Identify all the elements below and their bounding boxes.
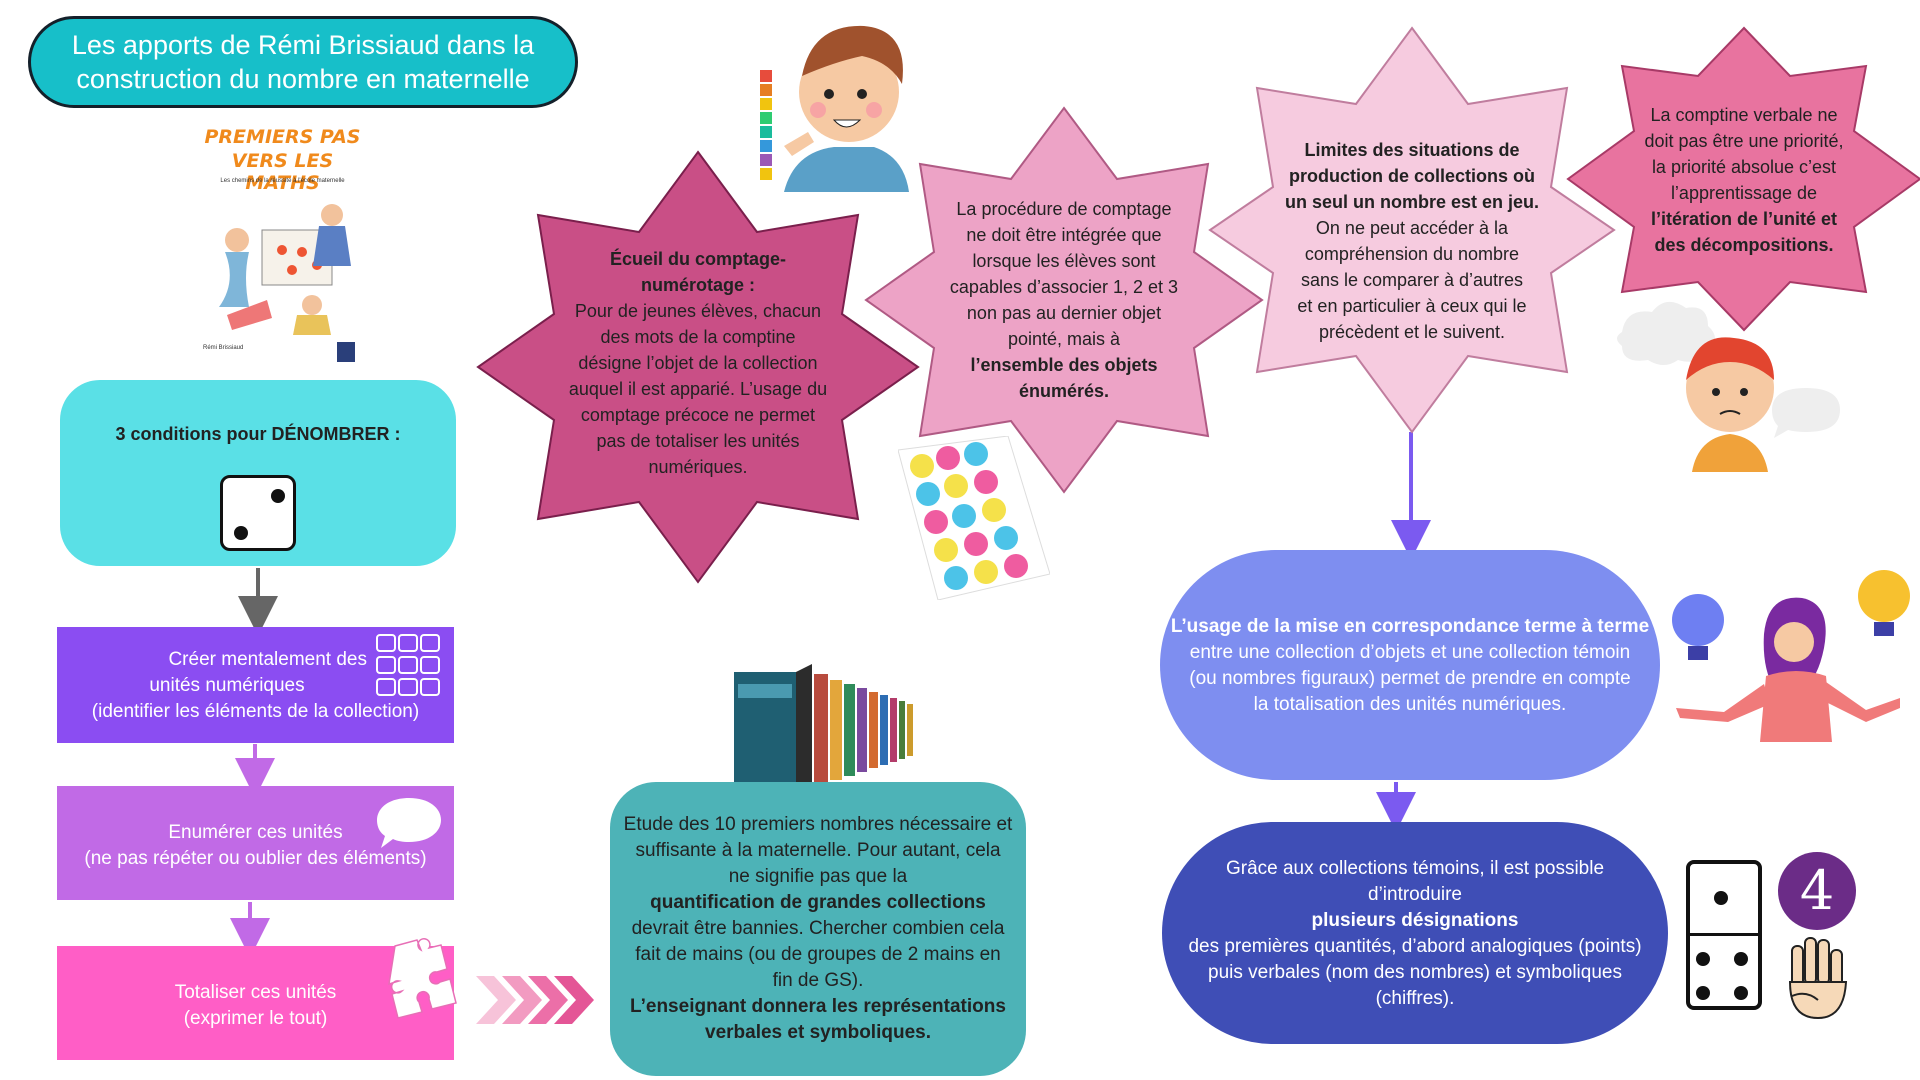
- ecueil-line: des mots de la comptine: [600, 327, 796, 347]
- star-procedure-shape: [864, 106, 1264, 494]
- limites-line: et en particulier à ceux qui le: [1297, 296, 1527, 316]
- study-bold-mid: quantification de grandes collections: [650, 892, 986, 913]
- limites-line: On ne peut accéder à la: [1315, 218, 1509, 238]
- publisher-logo: [337, 342, 355, 362]
- temoins-line: des premières quantités, d’abord analogi…: [1188, 936, 1642, 957]
- star-comptine-text: La comptine verbale ne doit pas être une…: [1614, 102, 1874, 258]
- comptine-line: doit pas être une priorité,: [1644, 131, 1844, 151]
- correspondence-bold: L’usage de la mise en correspondance ter…: [1170, 616, 1650, 637]
- star-limites-text: Limites des situations de production de …: [1262, 137, 1562, 345]
- study-line5: fait de mains (ou de groupes de 2 mains …: [635, 944, 1001, 965]
- hand-four-icon: [1788, 937, 1848, 1020]
- chevrons-icon: [476, 976, 594, 1024]
- books-icon: [734, 664, 913, 802]
- temoins-line: Grâce aux collections témoins, il est po…: [1225, 858, 1605, 879]
- domino-icon: [1686, 860, 1762, 1010]
- ecueil-line: auquel il est apparié. L’usage du: [568, 379, 828, 399]
- study-line2: suffisante à la maternelle. Pour autant,…: [635, 840, 1001, 861]
- temoins-line: (chiffres).: [1375, 988, 1455, 1009]
- procedure-line: pointé, mais à: [1007, 329, 1121, 349]
- study-box: Etude des 10 premiers nombres nécessaire…: [610, 782, 1026, 1076]
- study-bold1: L’enseignant donnera les représentations: [630, 996, 1006, 1017]
- temoins-line: d’introduire: [1368, 884, 1462, 905]
- procedure-line: lorsque les élèves sont: [972, 251, 1156, 271]
- puzzle-icon: [388, 938, 457, 1019]
- conditions-box: 3 conditions pour DÉNOMBRER :: [60, 380, 456, 566]
- star-ecueil-shape: [476, 150, 920, 584]
- page-title: Les apports de Rémi Brissiaud dans la co…: [71, 30, 535, 94]
- study-line6: fin de GS).: [772, 970, 864, 991]
- book-title-line1: PREMIERS PAS: [204, 126, 361, 148]
- correspondence-box: L’usage de la mise en correspondance ter…: [1160, 550, 1660, 780]
- study-line4: devrait être bannies. Chercher combien c…: [631, 918, 1005, 939]
- step2-line1: Enumérer ces unités: [168, 822, 343, 843]
- woman-lightbulb-illustration: [1672, 570, 1910, 742]
- digit-four-badge: 4: [1778, 852, 1856, 930]
- limites-bold3: un seul un nombre est en jeu.: [1284, 192, 1540, 212]
- study-line3: ne signifie pas que la: [728, 866, 908, 887]
- temoins-box: Grâce aux collections témoins, il est po…: [1162, 822, 1668, 1044]
- star-limites-shape: [1208, 26, 1616, 434]
- grid-squares-icon: [376, 634, 440, 696]
- star-ecueil-text: Écueil du comptage- numérotage : Pour de…: [545, 246, 851, 480]
- step2-line2: (ne pas répéter ou oublier des éléments): [84, 848, 427, 869]
- limites-line: sans le comparer à d’autres: [1300, 270, 1524, 290]
- ecueil-line: Pour de jeunes élèves, chacun: [574, 301, 822, 321]
- book-illustration: [219, 204, 351, 335]
- ecueil-line: désigne l’objet de la collection: [578, 353, 818, 373]
- thinking-boy-illustration: [1617, 301, 1840, 472]
- step3-line1: Totaliser ces unités: [174, 982, 337, 1003]
- step1-line1: Créer mentalement des: [168, 649, 367, 670]
- comptine-line: l’apprentissage de: [1670, 183, 1818, 203]
- ecueil-line: comptage précoce ne permet: [580, 405, 816, 425]
- book-title-line2: VERS LES MATHS: [231, 150, 334, 194]
- comptine-bold2: des décompositions.: [1654, 235, 1834, 255]
- limites-bold1: Limites des situations de: [1304, 140, 1520, 160]
- study-line1: Etude des 10 premiers nombres nécessaire…: [623, 814, 1013, 835]
- procedure-bold1: l’ensemble des objets: [970, 355, 1158, 375]
- step3-line2: (exprimer le tout): [183, 1008, 328, 1029]
- correspondence-line: (ou nombres figuraux) permet de prendre …: [1189, 668, 1631, 689]
- correspondence-line: entre une collection d’objets et une col…: [1189, 642, 1631, 663]
- book-author: Rémi Brissiaud: [203, 345, 244, 351]
- ecueil-line: numériques.: [648, 457, 748, 477]
- ecueil-line: pas de totaliser les unités: [596, 431, 800, 451]
- comptine-bold1: l’itération de l’unité et: [1650, 209, 1838, 229]
- book-cover: PREMIERS PAS VERS LES MATHS Les chemins …: [195, 120, 370, 365]
- step1-line2: unités numériques: [149, 675, 305, 696]
- puzzle-pieces-illustration: [898, 436, 1050, 600]
- correspondence-line: la totalisation des unités numériques.: [1253, 694, 1567, 715]
- comptine-line: La comptine verbale ne: [1650, 105, 1838, 125]
- book-subtitle: Les chemins de la réussite à l'école mat…: [220, 178, 345, 184]
- procedure-line: non pas au dernier objet: [966, 303, 1162, 323]
- speech-bubble-icon: [377, 798, 441, 848]
- limites-line: précèdent et le suivent.: [1318, 322, 1506, 342]
- step-create-units: Créer mentalement des unités numériques …: [57, 627, 454, 743]
- temoins-bold: plusieurs désignations: [1311, 910, 1519, 931]
- conditions-label: 3 conditions pour DÉNOMBRER :: [115, 424, 401, 444]
- temoins-line: puis verbales (nom des nombres) et symbo…: [1208, 962, 1622, 983]
- ecueil-bold1: Écueil du comptage-: [609, 249, 787, 269]
- star-comptine-shape: [1566, 26, 1920, 332]
- procedure-line: ne doit être intégrée que: [966, 225, 1162, 245]
- title-banner: Les apports de Rémi Brissiaud dans la co…: [28, 16, 578, 108]
- procedure-bold2: énumérés.: [1018, 381, 1110, 401]
- step-enumerate-units: Enumérer ces unités (ne pas répéter ou o…: [57, 786, 454, 900]
- dice-icon: [220, 475, 296, 551]
- study-bold2: verbales et symboliques.: [705, 1022, 931, 1043]
- limites-bold2: production de collections où: [1288, 166, 1535, 186]
- procedure-line: La procédure de comptage: [956, 199, 1172, 219]
- step1-line3: (identifier les éléments de la collectio…: [91, 701, 420, 722]
- procedure-line: capables d’associer 1, 2 et 3: [949, 277, 1179, 297]
- boy-counting-illustration: [760, 25, 909, 192]
- star-procedure-text: La procédure de comptage ne doit être in…: [924, 196, 1204, 404]
- step-totalize-units: Totaliser ces unités (exprimer le tout): [57, 938, 457, 1060]
- ecueil-bold2: numérotage :: [640, 275, 755, 295]
- comptine-line: la priorité absolue c’est: [1651, 157, 1837, 177]
- limites-line: compréhension du nombre: [1304, 244, 1520, 264]
